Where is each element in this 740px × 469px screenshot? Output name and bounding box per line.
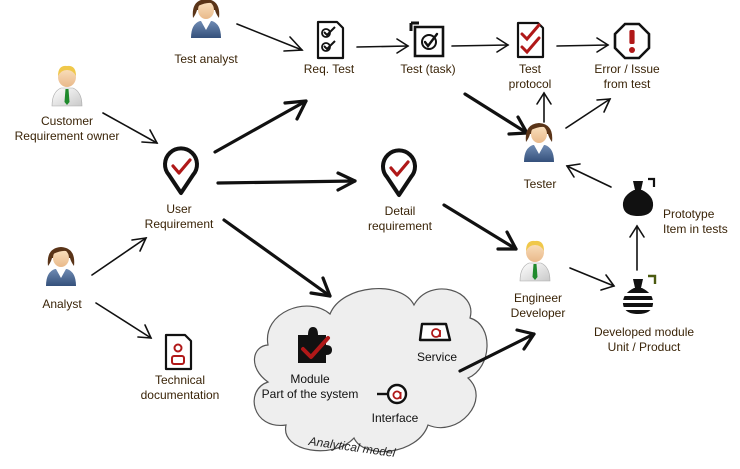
module-icon: [298, 327, 332, 363]
tester-icon: [524, 123, 554, 162]
analyst-icon: [46, 247, 76, 286]
customer-requirement-owner-label: Customer Requirement owner: [14, 114, 120, 143]
engineer-developer-icon: [519, 240, 551, 282]
engineer-developer-label: Engineer Developer: [510, 291, 566, 320]
test-task-icon: [409, 21, 445, 58]
test-protocol-label: Test protocol: [508, 62, 552, 91]
module-label: Module Part of the system: [261, 372, 359, 401]
service-label: Service: [416, 350, 458, 364]
tester-label: Tester: [523, 177, 557, 191]
interface-icon: [377, 383, 408, 405]
detail-requirement-label: Detail requirement: [367, 204, 433, 233]
test-protocol-icon: [516, 21, 545, 59]
error-issue-icon: [613, 22, 651, 60]
detail-requirement-icon: [381, 148, 417, 197]
error-issue-label: Error / Issue from test: [594, 62, 660, 91]
user-requirement-icon: [163, 146, 199, 195]
technical-documentation-label: Technical documentation: [140, 373, 220, 402]
test-analyst-icon: [191, 0, 221, 38]
test-analyst-label: Test analyst: [174, 52, 238, 66]
interface-label: Interface: [371, 411, 419, 425]
req-test-label: Req. Test: [303, 62, 355, 76]
customer-requirement-owner-icon: [51, 65, 83, 107]
analyst-label: Analyst: [42, 297, 82, 311]
user-requirement-label: User Requirement: [144, 202, 214, 231]
req-test-icon: [316, 20, 345, 60]
test-task-label: Test (task): [400, 62, 456, 76]
prototype-icon: [622, 177, 656, 216]
service-icon: [418, 322, 452, 342]
analytical-model-cloud: [253, 288, 488, 453]
developed-module-icon: [622, 274, 657, 314]
prototype-label: Prototype Item in tests: [663, 207, 728, 236]
technical-documentation-icon: [164, 333, 193, 371]
developed-module-label: Developed module Unit / Product: [593, 325, 695, 354]
